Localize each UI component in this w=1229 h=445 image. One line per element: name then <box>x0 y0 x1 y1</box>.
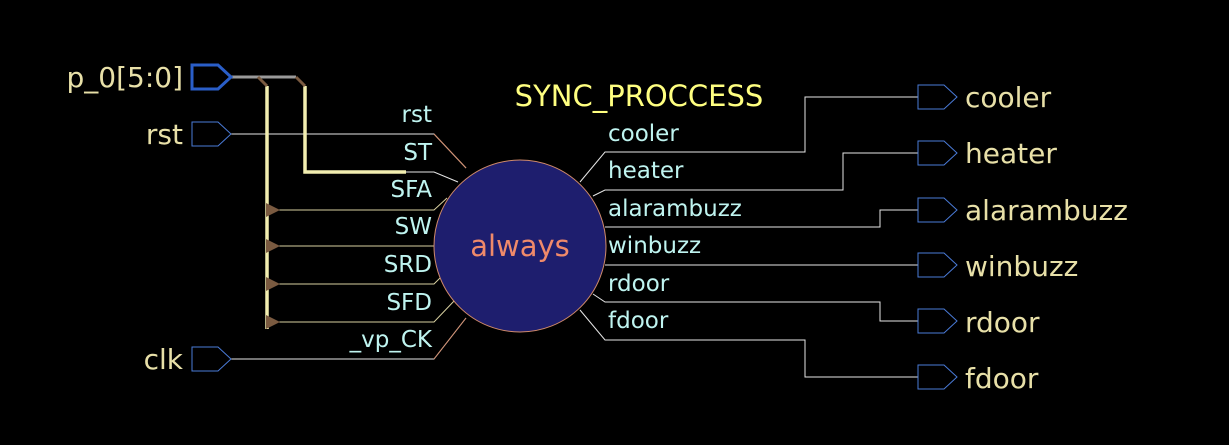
always-block[interactable]: always SYNC_PROCCESS <box>433 79 764 333</box>
output-label-winbuzz: winbuzz <box>965 250 1078 283</box>
wire-sfd <box>268 299 456 323</box>
wire-rdoor <box>592 293 918 322</box>
bus-tap-srd <box>266 277 280 291</box>
pin-label-heater: heater <box>608 158 684 184</box>
pin-label-sfa: SFA <box>391 177 433 203</box>
input-port-p0-icon[interactable] <box>190 63 234 91</box>
input-ports: p_0[5:0] rst clk <box>67 61 234 376</box>
output-port-rdoor-icon[interactable] <box>917 308 958 334</box>
wire-fdoor <box>579 309 918 378</box>
output-port-alarambuzz-icon[interactable] <box>917 197 958 223</box>
output-label-rdoor: rdoor <box>965 306 1040 339</box>
bus-p0-st-branch <box>303 86 406 174</box>
bus-ripper-2 <box>294 75 307 88</box>
wire-sfa <box>268 197 448 211</box>
left-pin-labels: rst ST SFA SW SRD SFD _vp_CK <box>349 102 433 353</box>
bus-tap-sw <box>266 239 280 253</box>
output-label-heater: heater <box>965 137 1057 170</box>
wire-ck-stub <box>433 317 467 360</box>
output-label-alarambuzz: alarambuzz <box>965 194 1128 227</box>
pin-label-rst: rst <box>402 102 432 128</box>
right-pin-labels: cooler heater alarambuzz winbuzz rdoor f… <box>608 121 742 334</box>
output-port-heater-icon[interactable] <box>917 140 958 166</box>
bus-tap-sfd <box>266 315 280 329</box>
wire-heater <box>592 152 918 197</box>
input-port-rst-icon[interactable] <box>191 121 232 147</box>
bus-tap-sfa <box>266 203 280 217</box>
output-port-fdoor-icon[interactable] <box>917 364 958 390</box>
bus-ripper-1 <box>256 75 269 88</box>
pin-label-winbuzz: winbuzz <box>608 233 701 259</box>
output-ports: cooler heater alarambuzz winbuzz rdoor f… <box>917 81 1128 395</box>
wire-cooler <box>579 96 918 183</box>
wire-st-stub <box>406 171 459 183</box>
input-port-clk-icon[interactable] <box>191 346 232 372</box>
pin-label-rdoor: rdoor <box>608 271 670 297</box>
input-label-clk: clk <box>144 343 184 376</box>
always-block-label: always <box>470 229 570 263</box>
pin-label-fdoor: fdoor <box>608 308 669 334</box>
output-port-winbuzz-icon[interactable] <box>917 252 958 278</box>
wire-rst-stub <box>433 133 467 169</box>
output-port-cooler-icon[interactable] <box>917 84 958 110</box>
output-label-cooler: cooler <box>965 81 1052 114</box>
pin-label-srd: SRD <box>384 252 432 278</box>
left-wires <box>231 133 467 360</box>
input-label-rst: rst <box>146 118 183 151</box>
pin-label-alarambuzz: alarambuzz <box>608 196 742 222</box>
pin-label-st: ST <box>403 140 433 166</box>
output-label-fdoor: fdoor <box>965 362 1039 395</box>
pin-label-sfd: SFD <box>386 290 432 316</box>
always-block-body[interactable] <box>433 159 607 333</box>
pin-label-cooler: cooler <box>608 121 679 147</box>
input-label-p0: p_0[5:0] <box>67 61 184 94</box>
bus-p0 <box>231 75 406 329</box>
right-wires <box>579 96 918 378</box>
wire-alarambuzz <box>605 209 918 228</box>
pin-label-vp-ck: _vp_CK <box>349 327 433 353</box>
block-title: SYNC_PROCCESS <box>515 79 764 113</box>
pin-label-sw: SW <box>395 214 432 240</box>
